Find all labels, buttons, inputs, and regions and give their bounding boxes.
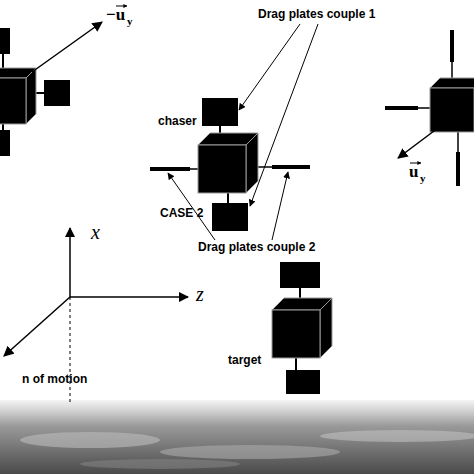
cube-side [320, 298, 332, 358]
plate-rod [451, 30, 453, 78]
axis-label: x [91, 222, 100, 242]
drag-plate [280, 262, 320, 288]
drag-plate [0, 130, 10, 156]
plate-rod [295, 358, 297, 370]
case-label: CASE 2 [160, 207, 203, 219]
axis-label: z [196, 284, 204, 304]
cloud [80, 459, 240, 469]
cloud [160, 445, 340, 459]
drag-plate [385, 106, 418, 110]
x-axis [69, 228, 71, 297]
dashed-line [70, 297, 71, 405]
callout-text: Drag plates couple 2 [198, 241, 315, 253]
plate-rod [252, 166, 310, 168]
plate-rod [36, 92, 44, 94]
drag-plate [44, 80, 70, 106]
leader-line [272, 172, 288, 240]
drag-plate [150, 167, 190, 171]
cube-side [26, 68, 36, 124]
motion-vector [32, 22, 102, 72]
plate-rod [150, 168, 198, 170]
drag-plate [286, 370, 320, 394]
spacecraft-body: target [272, 310, 320, 358]
plate-rod [385, 107, 430, 109]
plate-rod [2, 124, 4, 130]
z-axis [70, 296, 188, 298]
drag-plate [272, 165, 310, 169]
cloud [320, 430, 474, 442]
cube-side [246, 133, 258, 193]
drag-plate [212, 203, 248, 231]
vector-symbol: −u [106, 6, 125, 23]
node-label: target [228, 354, 261, 366]
plate-rod [457, 132, 459, 186]
vector-subscript: y [127, 16, 133, 27]
leader-line [250, 24, 318, 206]
cube-front [430, 88, 474, 132]
node-label: chaser [158, 115, 197, 127]
plate-rod [227, 193, 229, 203]
cube-front [272, 310, 320, 358]
callout-text: Drag plates couple 1 [258, 8, 375, 20]
cube-top [430, 78, 474, 88]
cube-front [0, 78, 26, 124]
y-axis [4, 297, 70, 356]
axis-caption: n of motion [22, 373, 87, 385]
drag-plate [202, 98, 238, 126]
vector-symbol: u [409, 163, 418, 180]
drag-plate [456, 152, 460, 186]
cloud [20, 432, 160, 448]
motion-vector [398, 128, 438, 158]
drag-plate [0, 28, 10, 54]
drag-plate [450, 30, 454, 62]
spacecraft-body: chaser [198, 145, 246, 193]
vector-subscript: y [420, 173, 426, 184]
cube-front [198, 145, 246, 193]
